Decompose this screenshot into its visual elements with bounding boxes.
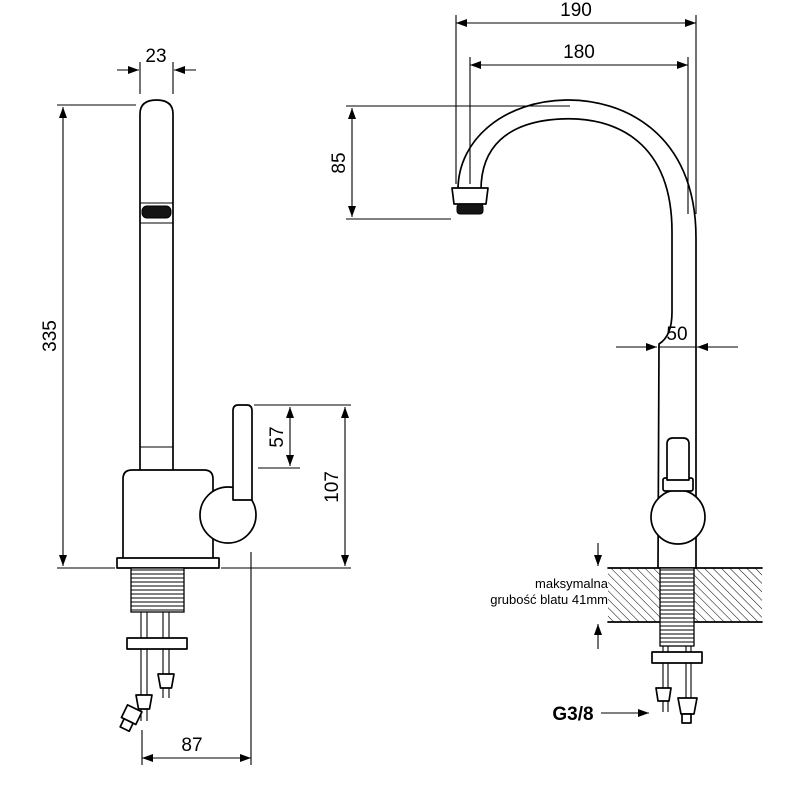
front-view: 190 180 85 50 maksymalna grub <box>329 0 763 725</box>
dim-total-height: 335 <box>40 104 136 569</box>
thread-size-label: G3/8 <box>552 704 593 725</box>
spout-tube <box>139 99 174 471</box>
mounting-nut-front-left <box>655 687 672 702</box>
hose-nut-g38 <box>677 697 698 715</box>
mounting-studs-front <box>651 646 703 724</box>
dim-body-width: 50 <box>616 324 738 351</box>
counter-note-line2: grubość blatu 41mm <box>490 592 608 607</box>
gooseneck-inner <box>480 117 673 569</box>
side-view: 23 335 57 107 87 <box>40 46 351 765</box>
dim-reach-outer-label: 190 <box>560 0 592 21</box>
dim-total-height-label: 335 <box>40 320 61 352</box>
threaded-shank-side <box>130 567 185 613</box>
dim-lever-height-label: 57 <box>267 426 288 447</box>
aerator-outlet <box>141 205 172 219</box>
dim-body-height-label: 107 <box>322 471 343 503</box>
dim-body-height: 107 <box>221 407 351 569</box>
dim-spout-drop: 85 <box>329 105 570 220</box>
dim-body-width-label: 50 <box>666 324 687 345</box>
hose-end-g38 <box>681 713 692 724</box>
dim-reach-inner-label: 180 <box>563 42 595 63</box>
dim-reach-inner: 180 <box>469 42 689 214</box>
mounting-nut-left <box>135 694 153 710</box>
mixer-joint <box>199 486 257 544</box>
threaded-shank-front <box>659 567 695 647</box>
dim-reach-outer: 190 <box>455 0 697 214</box>
mounting-plate-side <box>126 637 188 650</box>
hose-fitting-side <box>119 704 143 733</box>
base-flange <box>116 557 220 569</box>
mounting-nut-right <box>157 673 175 689</box>
handle-lever <box>232 404 253 501</box>
dim-spout-drop-label: 85 <box>329 152 350 173</box>
mounting-plate-front <box>651 651 703 664</box>
mixer-joint-front <box>650 489 706 545</box>
counter-note-line1: maksymalna <box>535 576 609 591</box>
dim-lever-height: 57 <box>254 404 351 469</box>
dim-spout-width-label: 23 <box>145 46 166 67</box>
dim-base-depth: 87 <box>141 552 252 765</box>
mounting-studs-side <box>119 612 188 733</box>
handle-lever-front <box>666 437 690 481</box>
thread-size-callout: G3/8 <box>552 704 649 725</box>
dim-base-depth-label: 87 <box>181 735 202 756</box>
counter-thickness-note: maksymalna grubość blatu 41mm <box>490 543 609 649</box>
faucet-body <box>122 469 214 568</box>
dim-spout-width: 23 <box>117 46 196 94</box>
gooseneck-outer <box>457 99 697 569</box>
spout-outlet-collar <box>451 187 489 205</box>
spout-aerator-front <box>456 203 484 215</box>
